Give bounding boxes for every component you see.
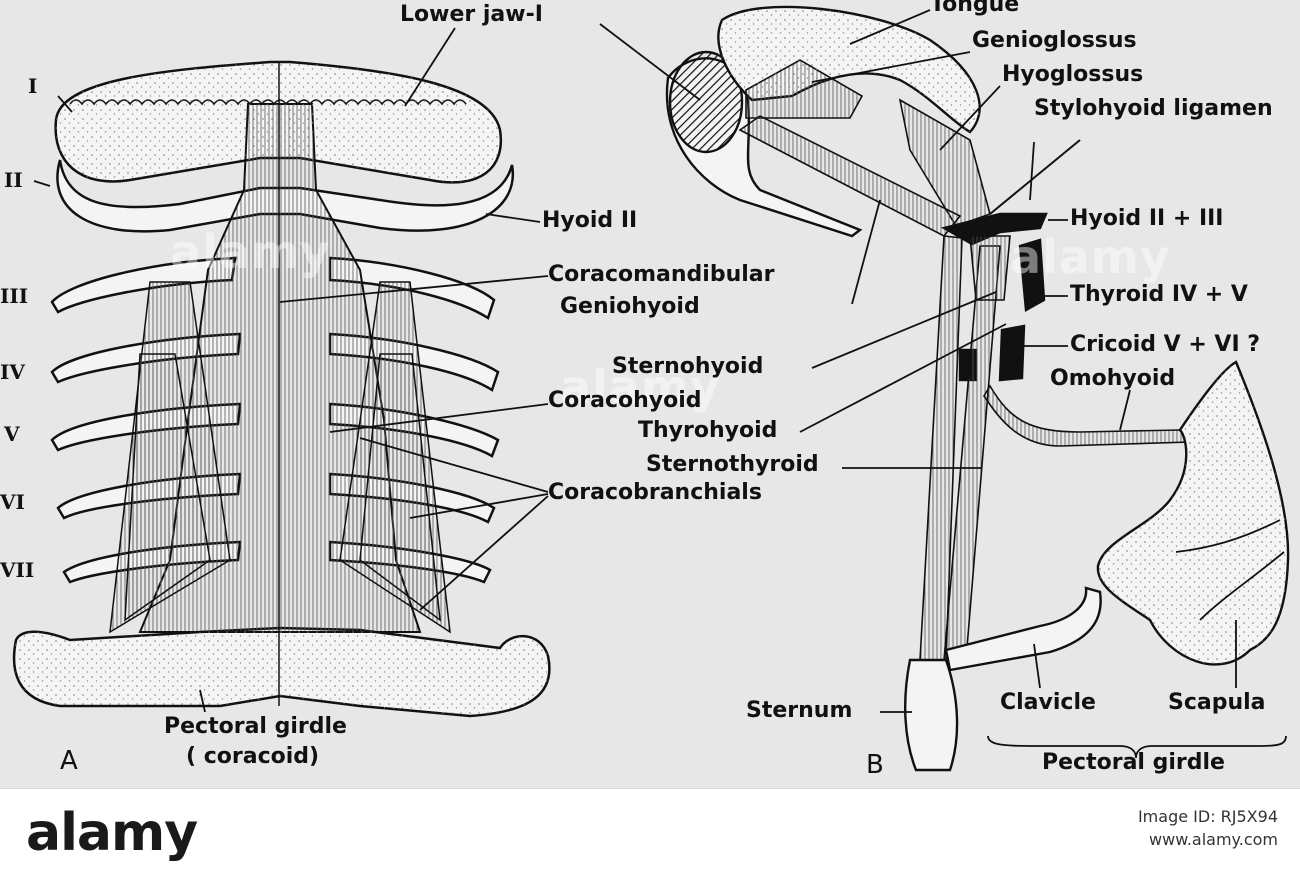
label-coracomandibular: Coracomandibular xyxy=(548,262,775,287)
label-pectoral-girdle-b: Pectoral girdle xyxy=(1042,750,1225,775)
image-id: Image ID: RJ5X94 xyxy=(1137,807,1278,826)
panel-letter-b: B xyxy=(866,750,884,780)
label-geniohyoid: Geniohyoid xyxy=(560,294,700,319)
label-pectoral-girdle-a: Pectoral girdle xyxy=(164,714,347,739)
label-omohyoid: Omohyoid xyxy=(1050,366,1176,391)
arch-numeral-iii: III xyxy=(0,284,29,308)
geniohyoid xyxy=(738,115,962,238)
arch-numeral-vii: VII xyxy=(0,558,35,582)
clavicle xyxy=(944,586,1102,672)
label-lower-jaw: Lower jaw-I xyxy=(400,2,543,27)
label-sternothyroid: Sternothyroid xyxy=(646,452,819,477)
label-cricoid: Cricoid V + VI ? xyxy=(1070,332,1261,357)
stock-footer: alamy Image ID: RJ5X94 www.alamy.com xyxy=(0,788,1300,879)
arch-numeral-iv: IV xyxy=(0,360,25,384)
figure-plate: alamy alamy alamy I II III IV V VI VII L… xyxy=(0,0,1300,788)
watermark-text: alamy xyxy=(1010,230,1171,284)
mandible-section xyxy=(668,50,744,154)
watermark-text: alamy xyxy=(560,360,721,414)
label-coracoid: ( coracoid) xyxy=(186,744,320,769)
coracobranchial-muscles xyxy=(109,281,451,634)
sternum xyxy=(904,658,959,772)
panel-a-leaders xyxy=(33,27,549,713)
watermark-text: alamy xyxy=(170,225,331,279)
panel-letter-a: A xyxy=(60,746,78,776)
arch-numeral-vi: VI xyxy=(0,490,25,514)
footer-url: www.alamy.com xyxy=(1149,830,1278,850)
label-coracohyoid: Coracohyoid xyxy=(548,388,702,413)
label-hyoid-ii: Hyoid II xyxy=(542,208,638,233)
label-coracobranchials: Coracobranchials xyxy=(548,480,762,505)
panel-a-drawing xyxy=(12,60,551,718)
label-stylohyoid-ligament: Stylohyoid ligamen xyxy=(1034,96,1273,121)
arch-numeral-v: V xyxy=(4,422,20,446)
label-thyrohyoid: Thyrohyoid xyxy=(638,418,778,443)
thyroid-cartilage xyxy=(1018,238,1046,312)
footer-image-info: Image ID: RJ5X94 www.alamy.com xyxy=(1138,805,1278,851)
panel-b-drawing xyxy=(665,5,1290,772)
label-sternohyoid: Sternohyoid xyxy=(612,354,764,379)
label-clavicle: Clavicle xyxy=(1000,690,1096,715)
label-hyoid-ii-iii: Hyoid II + III xyxy=(1070,206,1224,231)
anatomy-drawing xyxy=(12,5,1290,772)
arch-numeral-i: I xyxy=(28,74,38,98)
label-genioglossus: Genioglossus xyxy=(972,28,1137,53)
omohyoid xyxy=(983,384,1192,447)
label-sternum: Sternum xyxy=(746,698,853,723)
panel-b-leaders xyxy=(599,9,1287,759)
label-hyoglossus: Hyoglossus xyxy=(1002,62,1144,87)
label-thyroid: Thyroid IV + V xyxy=(1070,282,1248,307)
thyrohyoid xyxy=(969,235,1011,301)
cricoid-cartilage xyxy=(998,324,1026,382)
label-scapula: Scapula xyxy=(1168,690,1266,715)
arch-numeral-ii: II xyxy=(4,168,23,192)
footer-logo: alamy xyxy=(26,803,198,863)
label-tongue: Tongue xyxy=(930,0,1020,17)
